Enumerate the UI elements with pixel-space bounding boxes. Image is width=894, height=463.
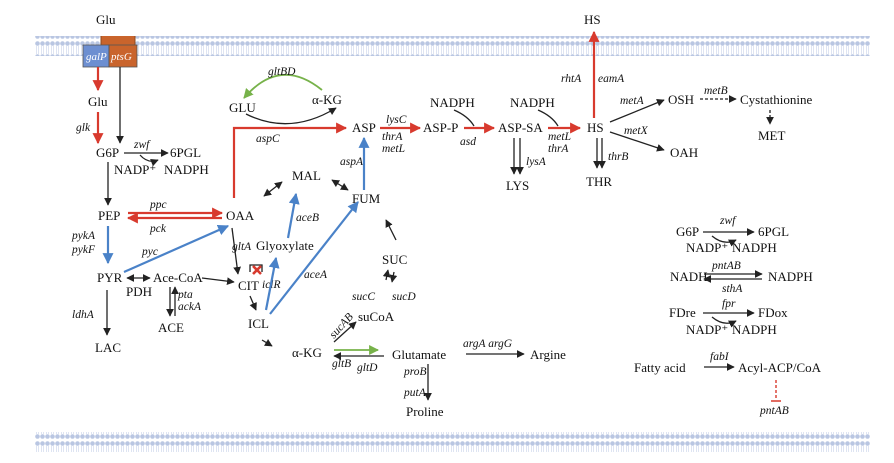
gene-metA: metA xyxy=(620,95,645,107)
gene-thrA-1: thrA xyxy=(382,131,403,143)
gene-metL-1: metL xyxy=(382,143,405,155)
gene-gltB: gltB xyxy=(332,358,351,370)
osh: OSH xyxy=(668,92,694,107)
argine: Argine xyxy=(530,347,566,362)
gene-gltD: gltD xyxy=(357,362,378,374)
bottom-membrane xyxy=(35,432,870,452)
pep: PEP xyxy=(98,208,120,223)
gene-aceA: aceA xyxy=(304,269,328,281)
glu: Glu xyxy=(88,94,108,109)
glu-mid: GLU xyxy=(229,100,256,115)
alpha-kg-top: α-KG xyxy=(312,92,342,107)
gene-thrA-2: thrA xyxy=(548,143,569,155)
right-nadph-1: NADPH xyxy=(732,240,777,255)
right-g6p: G6P xyxy=(676,224,699,239)
gene-sucD: sucD xyxy=(392,291,416,303)
asp: ASP xyxy=(352,120,376,135)
right-nadp-1: NADP⁺ xyxy=(686,240,728,255)
hs: HS xyxy=(587,120,604,135)
nadph-2: NADPH xyxy=(510,95,555,110)
ptsG-transporter xyxy=(108,44,138,68)
gene-metL-2: metL xyxy=(548,131,571,143)
gene-eamA: eamA xyxy=(598,73,625,85)
gene-pck: pck xyxy=(149,223,167,235)
nadp-plus: NADP⁺ xyxy=(114,162,156,177)
gene-lysC: lysC xyxy=(386,114,407,126)
gene-proB: proB xyxy=(403,366,427,378)
met: MET xyxy=(758,128,786,143)
asp-sa: ASP-SA xyxy=(498,120,543,135)
right-fdre: FDre xyxy=(669,305,696,320)
pdh: PDH xyxy=(126,284,152,299)
gene-ppc: ppc xyxy=(149,199,167,211)
gene-ptsG: ptsG xyxy=(110,51,132,63)
right-acyl-acp-coa: Acyl-ACP/CoA xyxy=(738,360,822,375)
gene-pykA: pykA xyxy=(71,230,96,242)
gene-galP: galP xyxy=(86,51,107,63)
right-nadp-3: NADP⁺ xyxy=(686,322,728,337)
right-nadph-2: NADPH xyxy=(768,269,813,284)
6pgl: 6PGL xyxy=(170,145,201,160)
gene-metX: metX xyxy=(624,125,649,137)
right-nadph-3: NADPH xyxy=(732,322,777,337)
gene-pykF: pykF xyxy=(71,244,96,256)
gene-right-zwf: zwf xyxy=(719,215,737,227)
g6p: G6P xyxy=(96,145,119,160)
lac: LAC xyxy=(95,340,121,355)
right-6pgl: 6PGL xyxy=(758,224,789,239)
gene-glk: glk xyxy=(76,122,91,134)
gene-aspA: aspA xyxy=(340,156,364,168)
gene-right-pntAB-2: pntAB xyxy=(759,405,789,417)
glutamate: Glutamate xyxy=(392,347,446,362)
gene-asd: asd xyxy=(460,136,476,148)
top-membrane xyxy=(35,36,870,56)
right-nadh: NADH xyxy=(670,269,708,284)
gene-right-fabI: fabI xyxy=(710,351,730,363)
ace-coa: Ace-CoA xyxy=(153,270,203,285)
hs-extracellular: HS xyxy=(584,12,601,27)
gene-right-fpr: fpr xyxy=(722,298,736,310)
cystathionine: Cystathionine xyxy=(740,92,812,107)
gene-rhtA: rhtA xyxy=(561,73,582,85)
alpha-kg: α-KG xyxy=(292,345,322,360)
pyr: PYR xyxy=(97,270,123,285)
gene-aceB: aceB xyxy=(296,212,319,224)
oah: OAH xyxy=(670,145,698,160)
glyoxylate: Glyoxylate xyxy=(256,238,314,253)
gene-gltBD: gltBD xyxy=(268,66,296,78)
fum: FUM xyxy=(352,191,381,206)
nadph: NADPH xyxy=(164,162,209,177)
gene-ldhA: ldhA xyxy=(72,309,95,321)
gene-pyc: pyc xyxy=(141,246,158,258)
suc: SUC xyxy=(382,252,407,267)
proline: Proline xyxy=(406,404,444,419)
mal: MAL xyxy=(292,168,321,183)
icl: ICL xyxy=(248,316,269,331)
gene-argA-argG: argA argG xyxy=(463,338,513,350)
gene-sucC: sucC xyxy=(352,291,375,303)
right-fdox: FDox xyxy=(758,305,788,320)
asp-p: ASP-P xyxy=(423,120,458,135)
gene-aspC: aspC xyxy=(256,133,280,145)
thr: THR xyxy=(586,174,612,189)
gene-lysA: lysA xyxy=(526,156,547,168)
right-fatty-acid: Fatty acid xyxy=(634,360,686,375)
gene-right-sthA: sthA xyxy=(722,283,743,295)
succoa: suCoA xyxy=(358,309,395,324)
gene-metB: metB xyxy=(704,85,728,97)
lys: LYS xyxy=(506,178,529,193)
oaa: OAA xyxy=(226,208,255,223)
gene-zwf: zwf xyxy=(133,139,151,151)
glu-extracellular: Glu xyxy=(96,12,116,27)
gene-ackA: ackA xyxy=(178,301,202,313)
cit: CIT xyxy=(238,278,259,293)
ace: ACE xyxy=(158,320,184,335)
gene-thrB: thrB xyxy=(608,151,628,163)
gene-pta: pta xyxy=(177,289,193,301)
gene-right-pntAB: pntAB xyxy=(711,260,741,272)
gene-gltA: gltA xyxy=(232,241,252,253)
gene-putA: putA xyxy=(403,387,427,399)
nadph-1: NADPH xyxy=(430,95,475,110)
